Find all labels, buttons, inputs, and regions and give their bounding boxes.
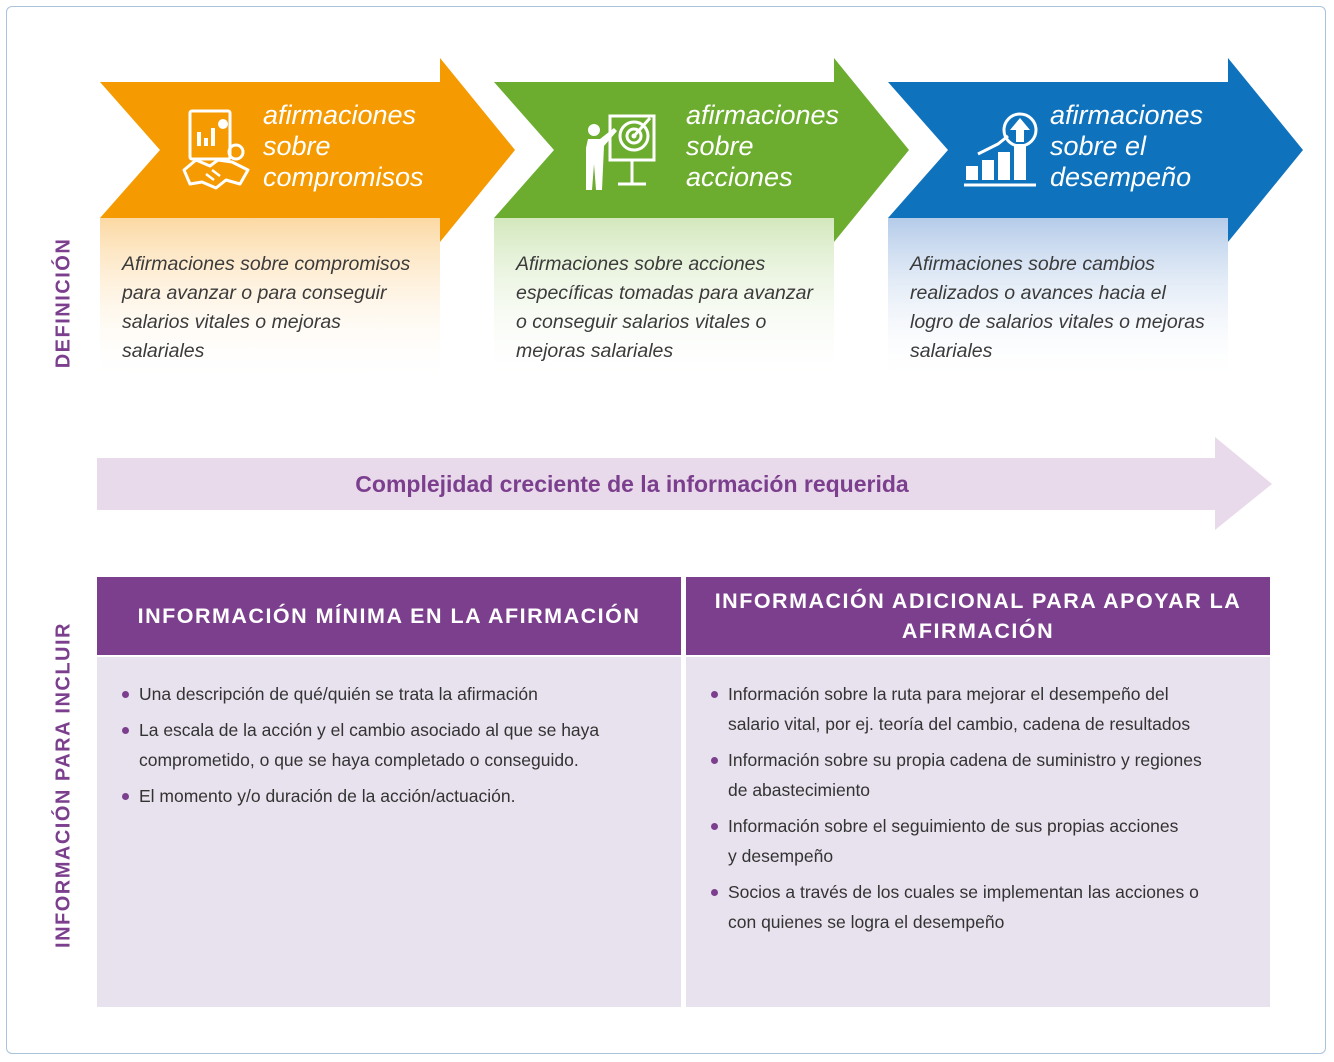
diagram-frame xyxy=(6,6,1326,1054)
arrow-compromisos xyxy=(100,58,515,242)
growth-bar-chart-icon xyxy=(964,112,1038,187)
complexity-label: Complejidad creciente de la información … xyxy=(355,470,909,497)
complexity-arrow xyxy=(97,437,1272,530)
arrow-title-desempeno: afirmaciones sobre el desempeño xyxy=(1050,100,1204,192)
presenter-target-icon xyxy=(586,114,656,190)
definition-arrows xyxy=(97,58,1303,530)
list-item: Información sobre su propia cadena de su… xyxy=(708,745,1248,805)
desc-compromisos: Afirmaciones sobre compromisos para avan… xyxy=(122,253,411,362)
desc-box-desempeno xyxy=(888,218,1228,383)
panel-minima: Una descripción de qué/quién se trata la… xyxy=(97,657,681,1007)
list-item: Información sobre el seguimiento de sus … xyxy=(708,811,1248,871)
desc-desempeno: Afirmaciones sobre cambios realizados o … xyxy=(910,253,1205,362)
info-side-label: INFORMACIÓN PARA INCLUIR xyxy=(52,622,75,948)
panel-adicional: Información sobre la ruta para mejorar e… xyxy=(686,657,1270,1007)
desc-box-acciones xyxy=(494,218,834,383)
list-minima: Una descripción de qué/quién se trata la… xyxy=(119,679,659,811)
desc-acciones: Afirmaciones sobre acciones específicas … xyxy=(516,253,813,362)
arrow-desempeno xyxy=(888,58,1303,242)
desc-box-compromisos xyxy=(100,218,440,383)
list-item: Información sobre la ruta para mejorar e… xyxy=(708,679,1248,739)
arrow-acciones xyxy=(494,58,909,242)
header-minima: INFORMACIÓN MÍNIMA EN LA AFIRMACIÓN xyxy=(97,577,681,655)
handshake-report-icon xyxy=(182,109,250,190)
list-item: La escala de la acción y el cambio asoci… xyxy=(119,715,659,775)
list-adicional: Información sobre la ruta para mejorar e… xyxy=(708,679,1248,937)
header-adicional: INFORMACIÓN ADICIONAL PARA APOYAR LA AFI… xyxy=(686,577,1270,655)
arrow-title-compromisos: afirmaciones sobre compromisos xyxy=(263,100,424,192)
list-item: El momento y/o duración de la acción/act… xyxy=(119,781,659,811)
arrow-title-acciones: afirmaciones sobre acciones xyxy=(686,100,840,192)
list-item: Socios a través de los cuales se impleme… xyxy=(708,877,1248,937)
list-item: Una descripción de qué/quién se trata la… xyxy=(119,679,659,709)
